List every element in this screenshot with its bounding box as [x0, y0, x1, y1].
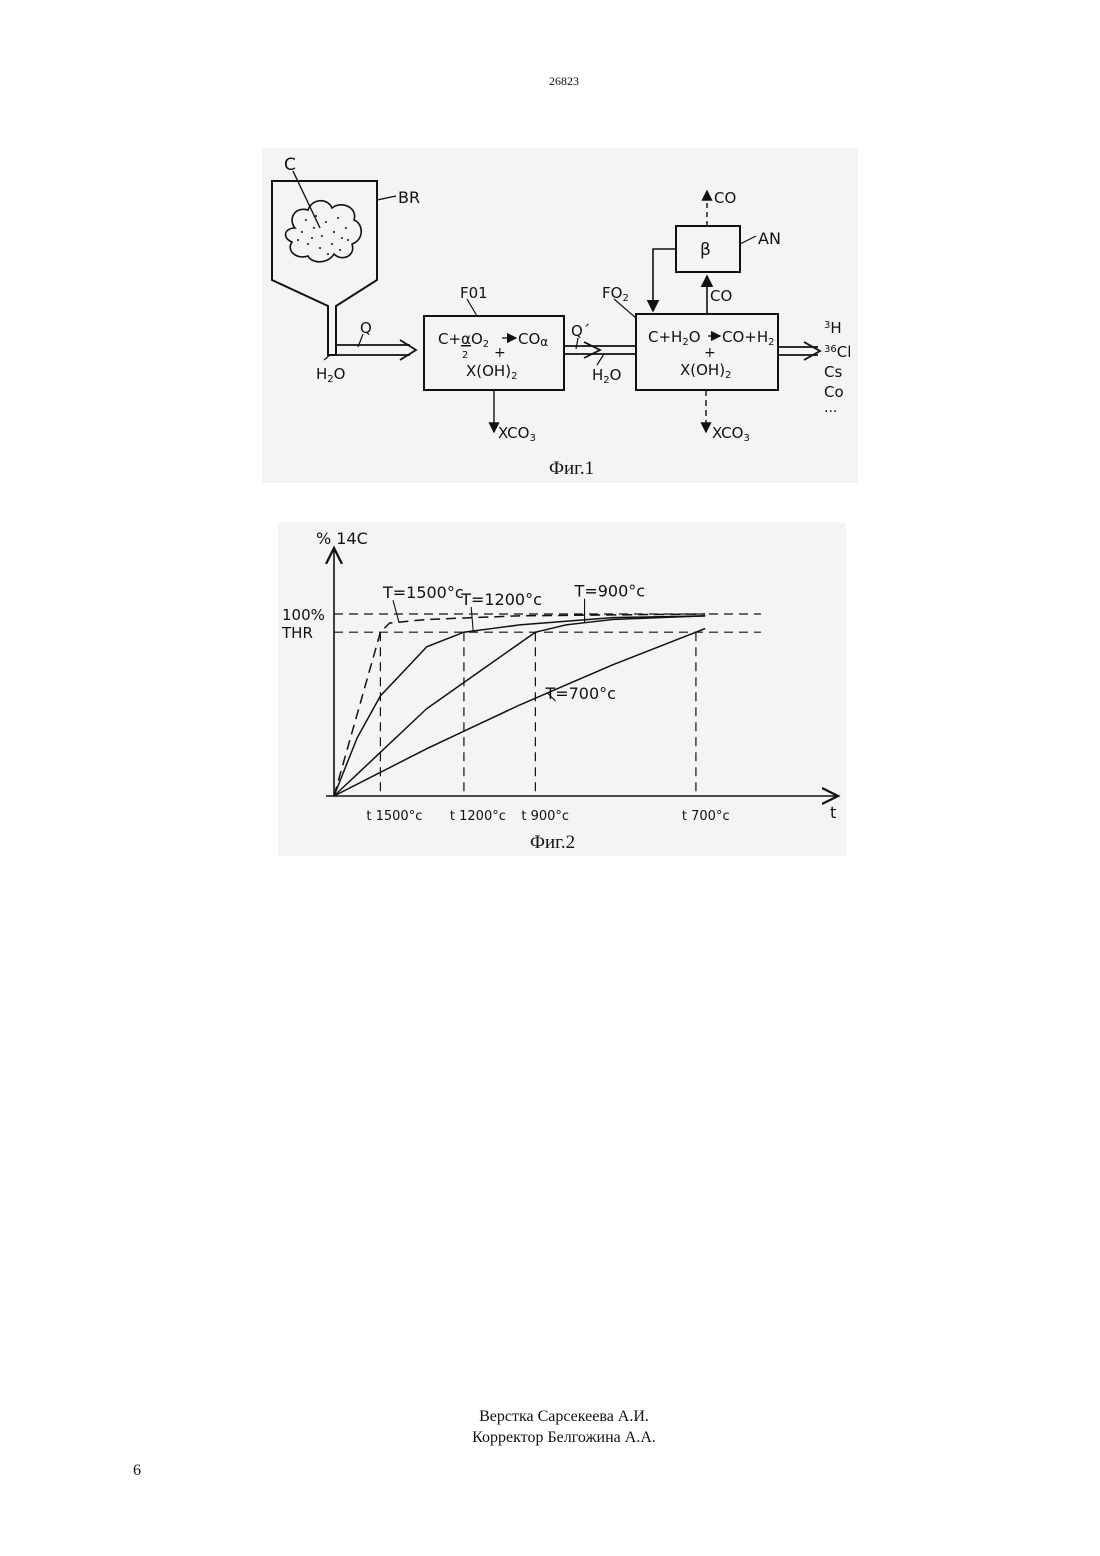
label-q-prime: Q´ — [571, 322, 590, 340]
label-water-in: H2O — [316, 365, 345, 385]
svg-text:36Cl: 36Cl — [824, 343, 851, 361]
label-analyzer: AN — [758, 229, 781, 248]
x-tick-label: t 1500°c — [366, 809, 422, 824]
reaction-2: C+H2O CO+H2 + X(OH)2 — [648, 328, 775, 381]
svg-text:C+H2O: C+H2O — [648, 328, 701, 348]
svg-text:X(OH)2: X(OH)2 — [466, 362, 517, 382]
series-label-1: T=1200°c — [460, 590, 542, 609]
x-tick-label: t 900°c — [521, 809, 569, 824]
label-co-mid-text: CO — [710, 287, 732, 305]
y-tick-label: THR — [281, 624, 313, 642]
reaction-1: C+αO2 2 COα + X(OH)2 — [438, 330, 548, 382]
figure-1-caption: Фиг.1 — [549, 458, 594, 479]
y-tick-label: 100% — [282, 606, 325, 624]
out-arrow — [804, 342, 820, 360]
analyzer-leader — [740, 236, 756, 244]
figure-2-caption: Фиг.2 — [530, 832, 575, 853]
x-tick-label: t 1200°c — [450, 809, 506, 824]
series-leader-0 — [393, 600, 399, 622]
series-line-3 — [334, 629, 705, 796]
footer-credits: Верстка Сарсекеева А.И. Корректор Белгож… — [0, 1406, 1100, 1448]
analyzer-symbol: β — [700, 240, 711, 260]
svg-text:+: + — [494, 345, 506, 361]
label-xco3-left: XCO3 — [498, 424, 536, 444]
carbon-blob — [286, 201, 362, 262]
series-label-0: T=1500°c — [382, 583, 464, 602]
label-carbon: C — [284, 155, 296, 175]
svg-text:X(OH)2: X(OH)2 — [680, 361, 731, 381]
layout-credit: Верстка Сарсекеева А.И. — [0, 1406, 1100, 1427]
svg-text:CO+H2: CO+H2 — [722, 328, 775, 348]
page-number: 6 — [133, 1462, 141, 1480]
label-furnace-1: F01 — [460, 284, 488, 302]
figure-1: C BR Q H2O F01 C+αO2 2 COα + X(OH)2 XCO3… — [262, 148, 858, 483]
svg-text:Co: Co — [824, 383, 844, 401]
svg-text:+: + — [704, 345, 716, 361]
label-bunker: BR — [398, 188, 420, 207]
svg-text:2: 2 — [462, 350, 468, 361]
process-flow-diagram: C BR Q H2O F01 C+αO2 2 COα + X(OH)2 XCO3… — [262, 148, 858, 483]
label-water-mid: H2O — [592, 366, 621, 386]
h2o-mid-leader — [597, 354, 604, 365]
label-furnace-2: FO2 — [602, 284, 629, 304]
svg-text:COα: COα — [518, 330, 548, 349]
release-curves-chart: % 14C t 100%THR t 1500°c t 1200°c t 900°c t … — [278, 522, 846, 856]
corrector-credit: Корректор Белгожина А.А. — [0, 1427, 1100, 1448]
x-axis-label: t — [830, 803, 836, 822]
return-line — [653, 249, 676, 311]
x-tick-label: t 700°c — [682, 809, 730, 824]
document-number: 26823 — [0, 74, 1100, 89]
feed-arrow — [400, 340, 416, 360]
mid-pipe-arrow — [584, 342, 600, 358]
series-label-2: T=900°c — [574, 582, 646, 601]
label-xco3-right: XCO3 — [712, 424, 750, 444]
output-isotopes: 3H 36Cl Cs Co ... — [824, 319, 851, 416]
series-leader-1 — [471, 607, 473, 631]
y-axis-label: % 14C — [316, 529, 368, 548]
svg-text:Cs: Cs — [824, 363, 842, 381]
label-co-top: CO — [714, 189, 736, 207]
svg-text:C+αO2: C+αO2 — [438, 330, 489, 350]
bunker-leader — [377, 196, 396, 200]
figure-2: % 14C t 100%THR t 1500°c t 1200°c t 900°c t … — [278, 522, 846, 856]
svg-text:...: ... — [824, 400, 837, 416]
carbon-dots — [297, 215, 349, 255]
label-q: Q — [360, 319, 372, 337]
svg-text:3H: 3H — [824, 319, 842, 337]
series-line-2 — [334, 616, 705, 796]
